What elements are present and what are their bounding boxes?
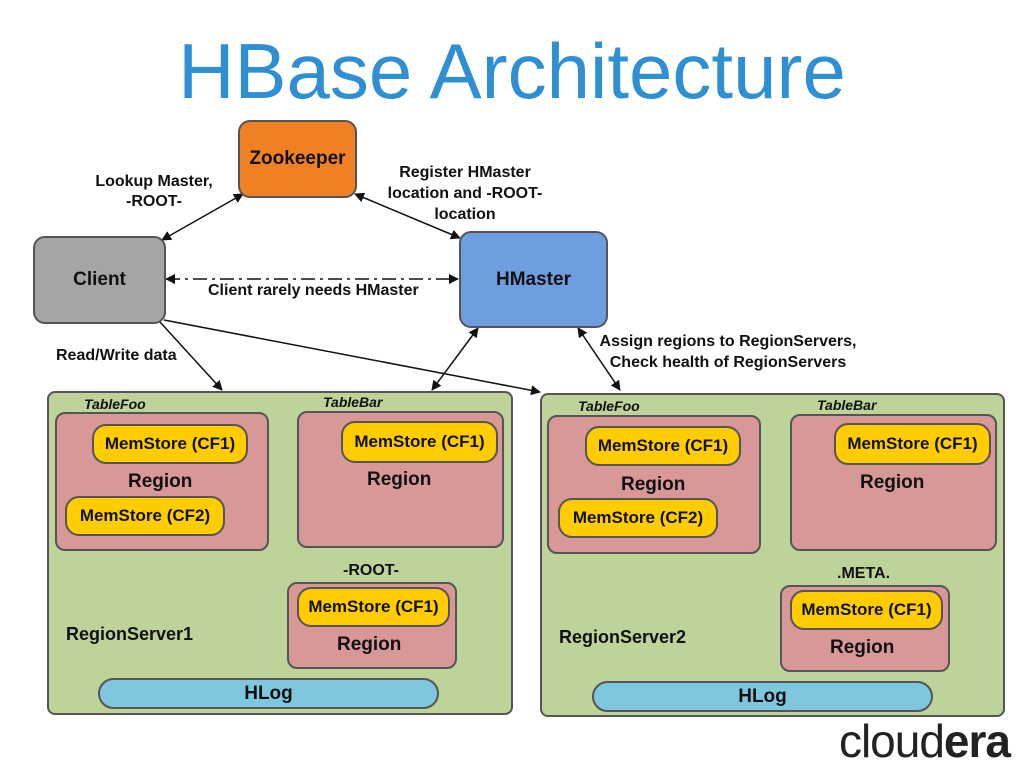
rs2-foo-memstore-cf2: MemStore (CF2) xyxy=(558,498,718,538)
rs2-table-foo-label: TableFoo xyxy=(578,398,640,414)
rs2-meta-region-label: Region xyxy=(830,637,895,658)
cloudera-logo: cloudera xyxy=(838,715,1011,767)
rs1-root-memstore-cf1: MemStore (CF1) xyxy=(297,587,450,627)
rs1-bar-region-label: Region xyxy=(367,469,432,490)
arrow-client-zookeeper xyxy=(161,193,244,241)
rs2-meta-label: .META. xyxy=(837,565,891,582)
assign-regions-label: Assign regions to RegionServers, Check h… xyxy=(599,333,857,371)
rs1-root-region-label: Region xyxy=(337,634,402,655)
rs2-table-bar-label: TableBar xyxy=(817,397,877,413)
client-label: Client xyxy=(73,269,126,290)
rs2-foo-region-label: Region xyxy=(621,474,686,495)
regionserver1-label: RegionServer1 xyxy=(66,624,194,644)
arrow-client-rs2 xyxy=(163,319,541,396)
client-node: Client xyxy=(33,236,166,324)
page-title: HBase Architecture xyxy=(178,27,846,115)
rs1-foo-memstore-cf1: MemStore (CF1) xyxy=(92,424,248,464)
lookup-master-label: Lookup Master, -ROOT- xyxy=(95,173,213,210)
logo-text-prefix: cloud xyxy=(838,715,945,767)
zookeeper-label: Zookeeper xyxy=(249,148,346,169)
read-write-label: Read/Write data xyxy=(56,347,177,364)
hmaster-node: HMaster xyxy=(459,231,608,328)
rs2-foo-memstore-cf1: MemStore (CF1) xyxy=(585,426,741,466)
rs2-bar-memstore-cf1: MemStore (CF1) xyxy=(834,423,991,465)
rs1-foo-memstore-cf2: MemStore (CF2) xyxy=(65,496,225,536)
rs1-hlog: HLog xyxy=(98,678,439,709)
rs2-bar-region-label: Region xyxy=(860,472,925,493)
arrow-zookeeper-hmaster xyxy=(354,192,461,240)
rs1-root-label: -ROOT- xyxy=(343,562,399,579)
client-rarely-label: Client rarely needs HMaster xyxy=(208,282,419,299)
zookeeper-node: Zookeeper xyxy=(238,120,357,198)
rs2-hlog: HLog xyxy=(592,681,933,712)
rs1-bar-memstore-cf1: MemStore (CF1) xyxy=(341,421,498,463)
regionserver2-label: RegionServer2 xyxy=(559,627,687,647)
register-hmaster-label: Register HMaster location and -ROOT- loc… xyxy=(387,164,543,223)
arrow-hmaster-rs1 xyxy=(431,327,479,391)
arrow-client-rs1 xyxy=(159,321,223,391)
arrow-hmaster-rs2 xyxy=(577,327,621,391)
rs1-foo-region-label: Region xyxy=(128,471,193,492)
hmaster-label: HMaster xyxy=(496,268,571,290)
logo-text-suffix: era xyxy=(943,715,1011,767)
rs2-meta-memstore-cf1: MemStore (CF1) xyxy=(790,590,943,630)
rs1-table-bar-label: TableBar xyxy=(323,394,383,410)
rs1-table-foo-label: TableFoo xyxy=(84,396,146,412)
